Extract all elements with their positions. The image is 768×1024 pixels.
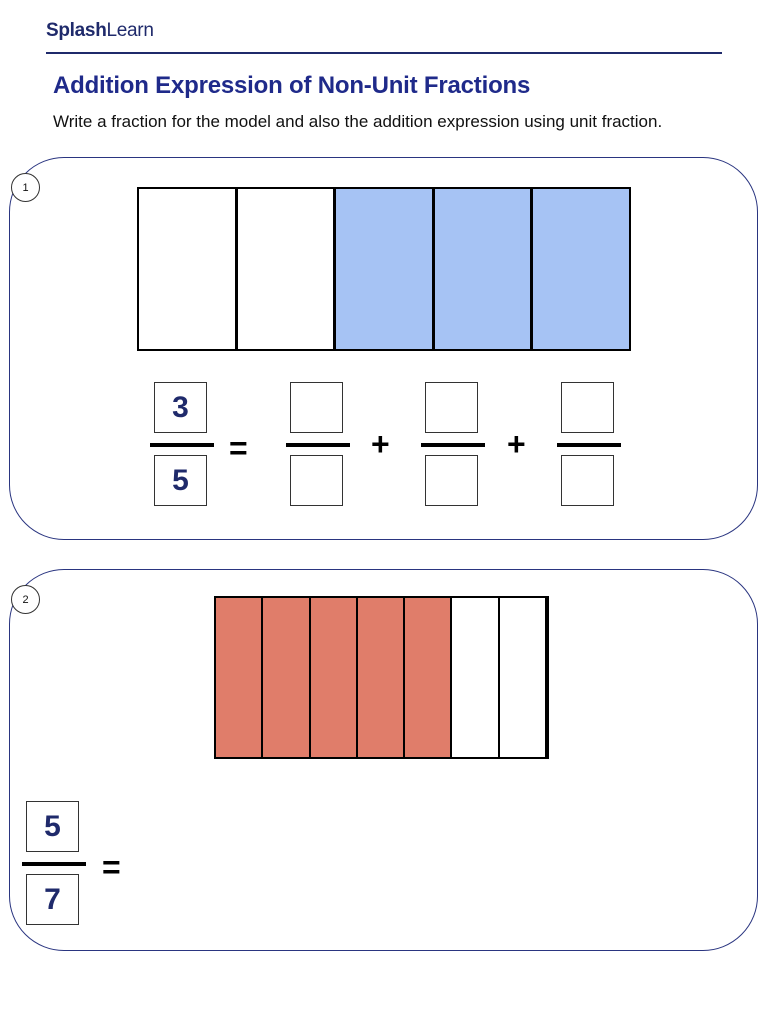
model-part-shaded bbox=[336, 189, 435, 349]
model-part-shaded bbox=[216, 598, 264, 757]
model-part-shaded bbox=[310, 598, 358, 757]
fraction-model-1 bbox=[137, 187, 631, 351]
fraction-bar-2 bbox=[22, 862, 86, 866]
logo-text-learn: Learn bbox=[106, 20, 154, 41]
model-part bbox=[500, 598, 547, 757]
denominator-box-2: 7 bbox=[26, 874, 79, 925]
blank-numerator-1a[interactable] bbox=[290, 382, 343, 433]
problem-card-2 bbox=[9, 569, 758, 951]
blank-numerator-1c[interactable] bbox=[561, 382, 614, 433]
logo-text-splash: Splash bbox=[46, 20, 107, 41]
model-part-shaded bbox=[533, 189, 629, 349]
worksheet-instruction: Write a fraction for the model and also … bbox=[53, 112, 663, 131]
worksheet-title: Addition Expression of Non-Unit Fraction… bbox=[53, 72, 531, 99]
model-part bbox=[139, 189, 238, 349]
blank-denominator-1a[interactable] bbox=[290, 455, 343, 506]
equals-sign-1: = bbox=[229, 430, 248, 466]
fraction-bar-1a bbox=[286, 443, 350, 447]
fraction-bar-1 bbox=[150, 443, 214, 447]
model-part-shaded bbox=[263, 598, 311, 757]
equals-sign-2: = bbox=[102, 849, 121, 885]
blank-denominator-1c[interactable] bbox=[561, 455, 614, 506]
plus-sign-1a: + bbox=[371, 426, 390, 462]
denominator-box-1: 5 bbox=[154, 455, 207, 506]
plus-sign-1b: + bbox=[507, 426, 526, 462]
problem-number-badge-2: 2 bbox=[11, 585, 40, 614]
problem-card-1 bbox=[9, 157, 758, 540]
model-part bbox=[452, 598, 500, 757]
numerator-box-1: 3 bbox=[154, 382, 207, 433]
blank-numerator-1b[interactable] bbox=[425, 382, 478, 433]
problem-number-badge-1: 1 bbox=[11, 173, 40, 202]
model-part-shaded bbox=[405, 598, 453, 757]
blank-denominator-1b[interactable] bbox=[425, 455, 478, 506]
model-part-shaded bbox=[434, 189, 534, 349]
model-part bbox=[238, 189, 337, 349]
numerator-box-2: 5 bbox=[26, 801, 79, 852]
model-part-shaded bbox=[357, 598, 406, 757]
fraction-model-2 bbox=[214, 596, 549, 759]
fraction-bar-1c bbox=[557, 443, 621, 447]
header-divider bbox=[46, 52, 722, 54]
fraction-bar-1b bbox=[421, 443, 485, 447]
